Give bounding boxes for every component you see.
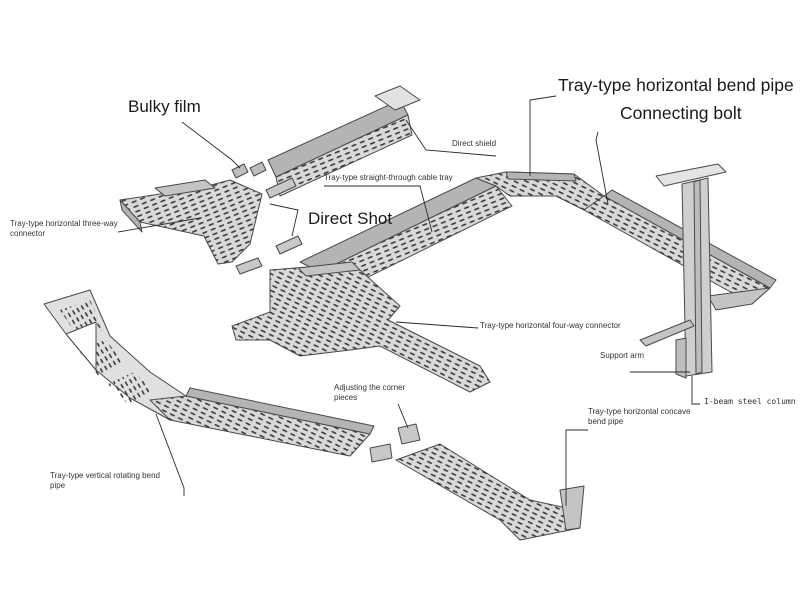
concave-bend-pipe (395, 443, 585, 541)
label-three-way-connector-2: connector (10, 229, 46, 238)
label-connecting-bolt: Connecting bolt (620, 103, 742, 123)
leader-concave-bend (565, 429, 588, 506)
leader-adjusting-corner (397, 403, 409, 429)
label-direct-shot: Direct Shot (308, 209, 393, 228)
leader-four-way (395, 321, 479, 329)
support-arm (639, 319, 695, 347)
leader-direct-shield (405, 119, 497, 157)
leader-bend-pipe (529, 95, 557, 176)
vertical-rotating-bend (43, 289, 187, 421)
lower-straight-tray (149, 387, 375, 457)
label-i-beam-column: I-beam steel column (704, 397, 796, 406)
label-straight-through-tray: Tray-type straight-through cable tray (324, 173, 453, 182)
label-support-arm: Support arm (600, 351, 645, 360)
four-way-connector (231, 261, 491, 393)
leader-straight-tray (324, 185, 433, 233)
right-straight-tray (583, 189, 777, 311)
straight-through-tray (299, 177, 513, 293)
label-direct-shield: Direct shield (452, 139, 497, 148)
label-three-way-connector-1: Tray-type horizontal three-way (10, 219, 118, 228)
leader-direct-shot (269, 203, 299, 237)
label-bulky-film: Bulky film (128, 97, 201, 116)
label-adjusting-corner-1: Adjusting the corner (334, 383, 406, 392)
leader-lines (117, 95, 700, 506)
label-horizontal-bend-pipe: Tray-type horizontal bend pipe (558, 75, 794, 95)
leader-i-beam (691, 376, 700, 405)
leader-three-way (117, 217, 201, 233)
direct-shield-tray (267, 85, 421, 197)
label-vertical-bend-2: pipe (50, 481, 66, 490)
small-fittings (231, 161, 303, 275)
leader-vertical-bend (155, 413, 185, 496)
adjusting-corner-pieces (369, 423, 421, 463)
label-concave-bend-2: bend pipe (588, 417, 624, 426)
leader-bulky-film (181, 121, 241, 169)
leader-connecting-bolt (595, 131, 609, 205)
label-four-way-connector: Tray-type horizontal four-way connector (480, 321, 621, 330)
label-concave-bend-1: Tray-type horizontal concave (588, 407, 691, 416)
three-way-connector (119, 179, 263, 265)
label-vertical-bend-1: Tray-type vertical rotating bend (50, 471, 160, 480)
label-adjusting-corner-2: pieces (334, 393, 358, 402)
horizontal-bend-pipe (475, 171, 605, 211)
